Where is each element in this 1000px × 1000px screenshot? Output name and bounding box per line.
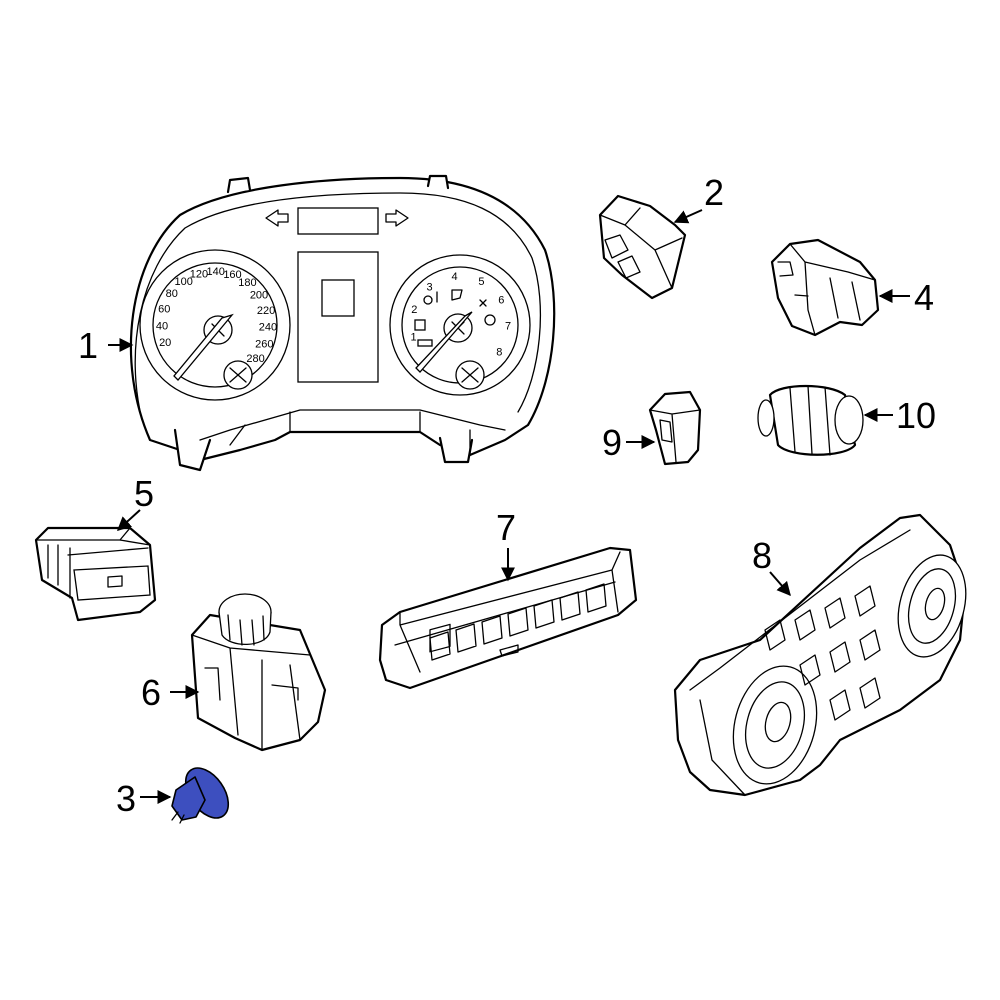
climate-control-8	[673, 513, 967, 797]
speed-tick-220: 220	[257, 305, 275, 317]
instrument-cluster	[129, 174, 556, 472]
speed-tick-120: 120	[190, 268, 208, 280]
speed-tick-60: 60	[158, 304, 170, 316]
callout-3: 3	[116, 778, 136, 819]
rotary-switch-6	[190, 593, 327, 752]
tach-tick-6: 6	[498, 294, 504, 306]
switch-part-2	[598, 194, 687, 300]
callouts: 1 2 3 4 5 6 7 8 9 10	[78, 172, 936, 819]
switch-part-9	[648, 390, 702, 466]
callout-1: 1	[78, 325, 98, 366]
speed-tick-20: 20	[159, 337, 171, 349]
tach-tick-2: 2	[411, 304, 417, 316]
leader-lines	[108, 209, 910, 804]
speed-tick-260: 260	[255, 338, 273, 350]
callout-9: 9	[602, 422, 622, 463]
tach-tick-8: 8	[496, 346, 502, 358]
leader-8	[769, 571, 791, 597]
switch-part-4	[770, 238, 880, 337]
callout-6: 6	[141, 672, 161, 713]
speed-tick-180: 180	[238, 277, 256, 289]
tach-tick-4: 4	[452, 271, 458, 283]
callout-4: 4	[914, 277, 934, 318]
tach-tick-3: 3	[427, 282, 433, 294]
callout-5: 5	[134, 473, 154, 514]
speed-tick-280: 280	[246, 353, 264, 365]
speed-tick-200: 200	[250, 289, 268, 301]
callout-10: 10	[896, 395, 936, 436]
knob-part-10	[757, 384, 864, 456]
callout-2: 2	[704, 172, 724, 213]
callout-8: 8	[752, 535, 772, 576]
speed-tick-100: 100	[175, 276, 193, 288]
leader-5	[116, 509, 141, 531]
tach-tick-1: 1	[411, 331, 417, 343]
speed-tick-240: 240	[259, 322, 277, 334]
speed-tick-140: 140	[207, 266, 225, 278]
switch-panel-5	[34, 526, 157, 622]
speed-tick-80: 80	[166, 288, 178, 300]
tach-tick-5: 5	[478, 276, 484, 288]
speed-tick-40: 40	[156, 320, 168, 332]
speed-tick-160: 160	[223, 269, 241, 281]
leader-2	[673, 209, 703, 224]
clip-part-3	[171, 767, 230, 824]
tach-tick-7: 7	[505, 321, 511, 333]
callout-7: 7	[496, 507, 516, 548]
